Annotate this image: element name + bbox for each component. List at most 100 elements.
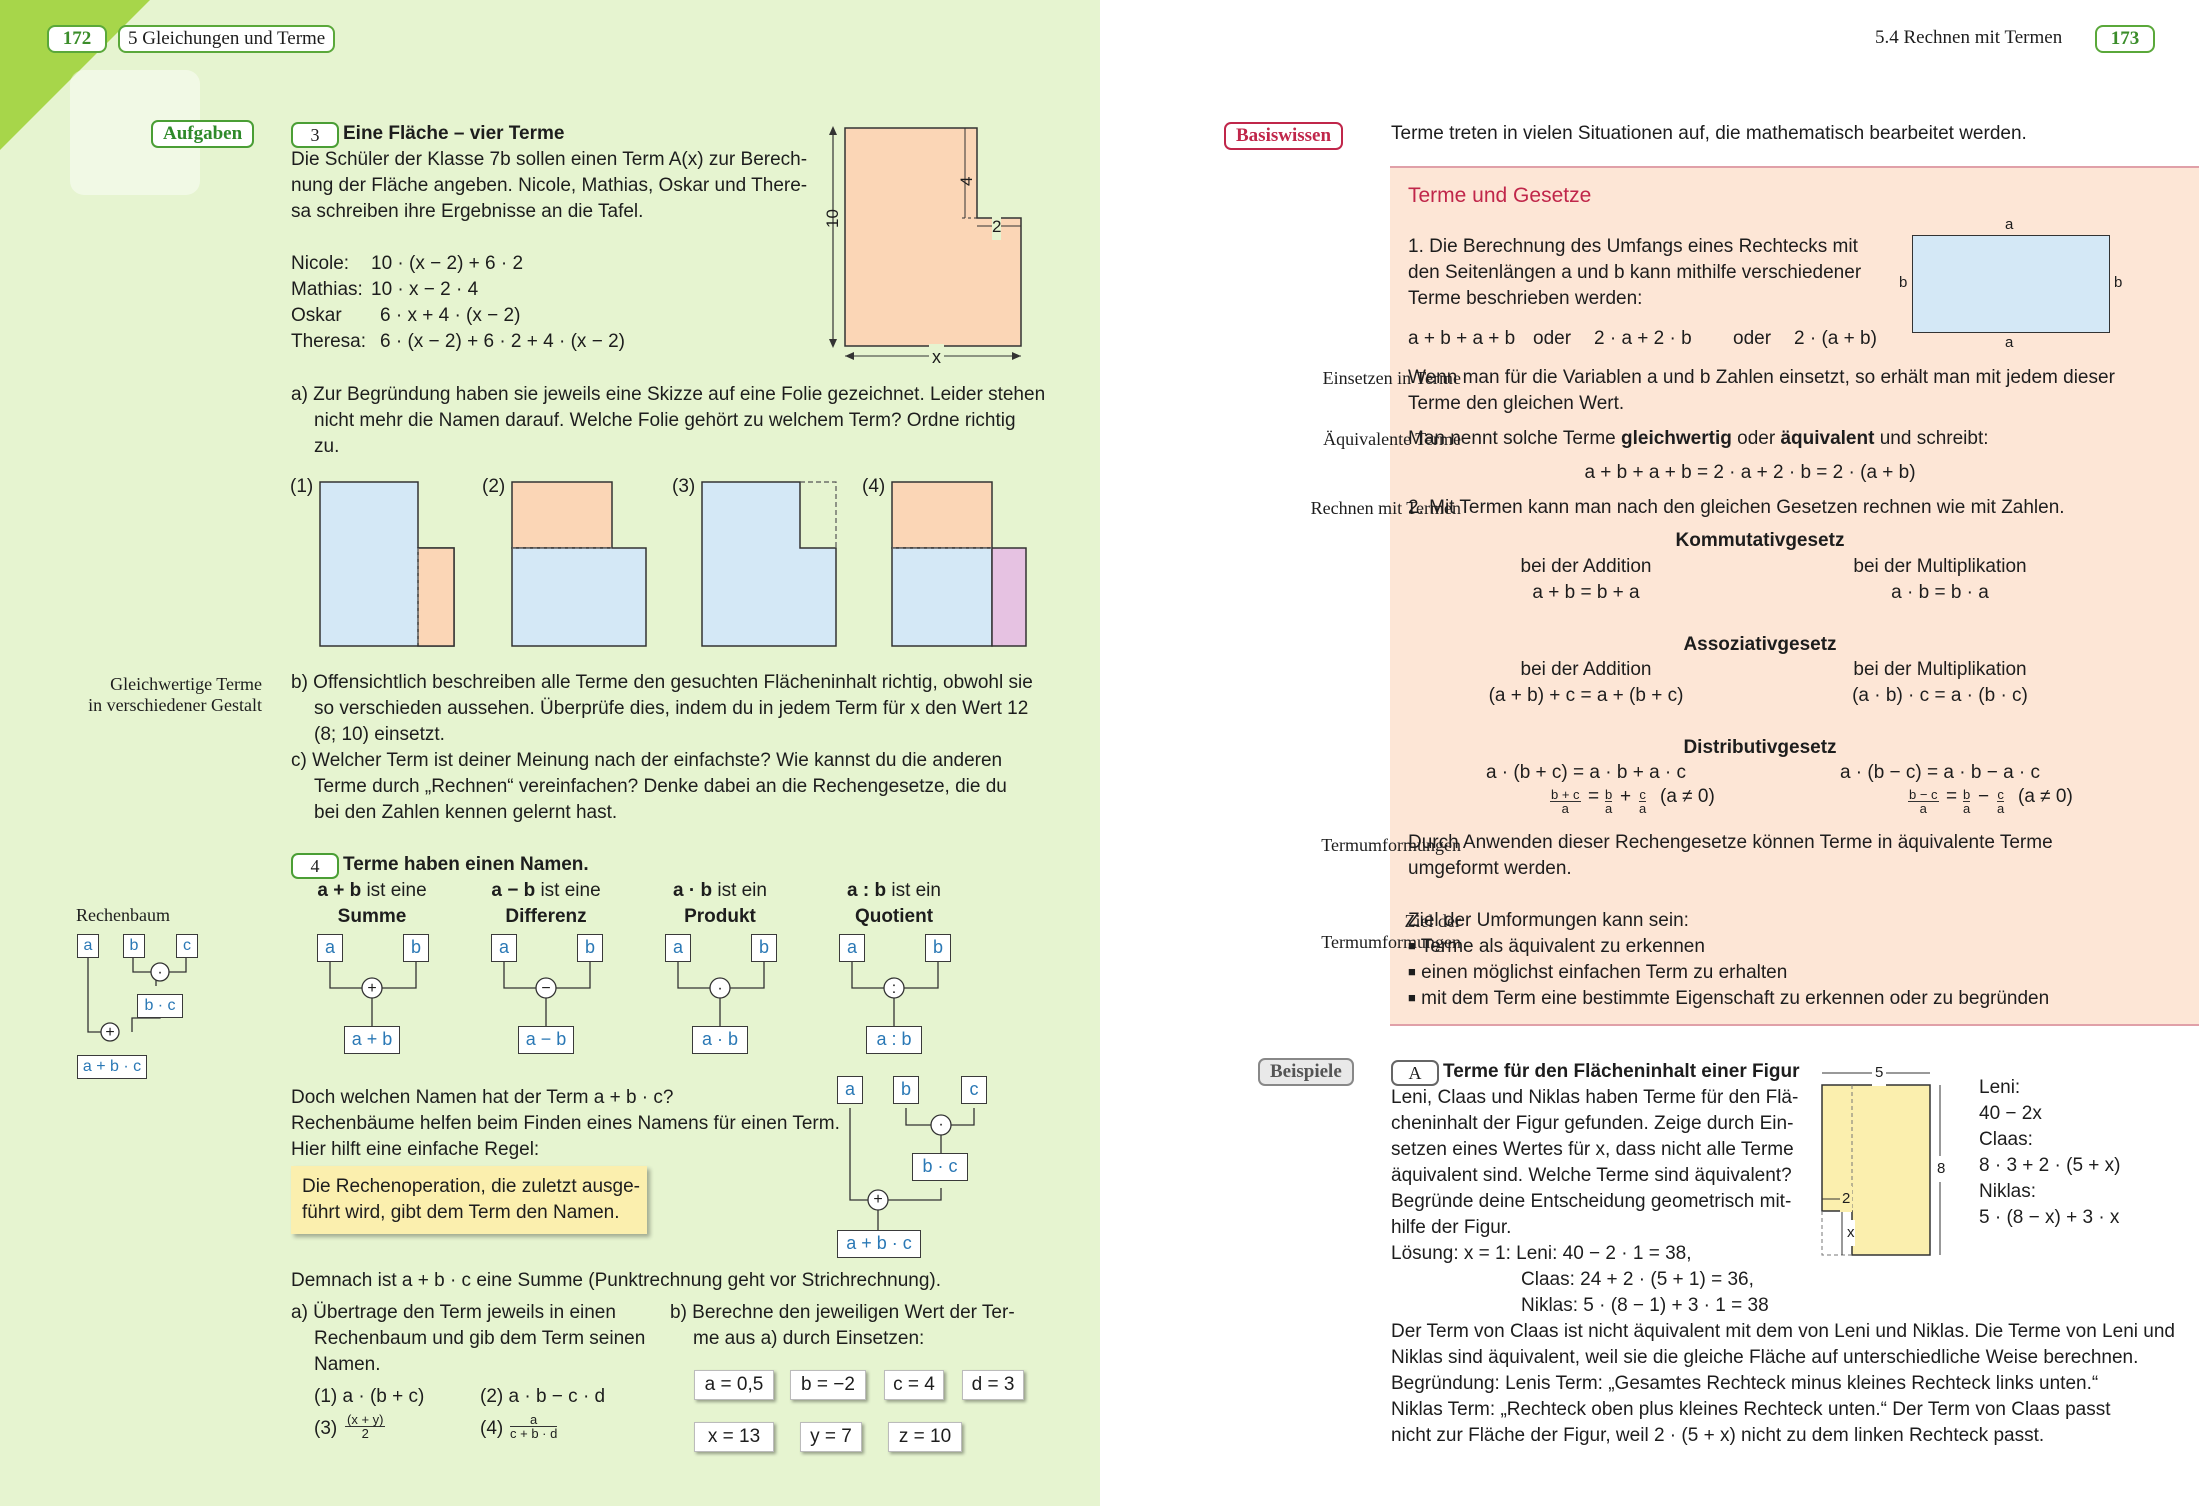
question-line: Doch welchen Namen hat der Term a + b · … — [291, 1087, 674, 1108]
term-item: (4) — [480, 1418, 504, 1439]
side-tree-lines — [87, 958, 187, 1042]
tree-operator: : — [891, 980, 897, 997]
sketch-3 — [701, 481, 837, 647]
left-page: 172 5 Gleichungen und Terme Aufgaben 3 E… — [0, 0, 1100, 1506]
tree-operator: + — [873, 1191, 883, 1208]
example-letter: A — [1391, 1060, 1439, 1086]
figure-label-right: 8 — [1937, 1156, 1946, 1182]
sketch-label: (4) — [862, 476, 886, 497]
example-figure — [1821, 1072, 1941, 1256]
task-title: Terme haben einen Namen. — [343, 854, 589, 875]
question-line: Hier hilft eine einfache Regel: — [291, 1139, 540, 1160]
fraction-condition: (a ≠ 0) — [2018, 786, 2073, 807]
value-card: d = 3 — [962, 1370, 1024, 1400]
figure-label-bottom: x — [929, 344, 944, 370]
ziel-item: ■ Terme als äquivalent zu erkennen — [1408, 936, 1705, 957]
chapter-title: 5 Gleichungen und Terme — [118, 25, 336, 53]
example-answer: 8 · 3 + 2 · (5 + x) — [1979, 1155, 2121, 1176]
sketch-2 — [511, 481, 647, 647]
answer-term: 10 · (x − 2) + 6 · 2 — [371, 253, 524, 274]
operation-caption: a : b ist ein — [847, 880, 941, 901]
chapter-title: 5.4 Rechnen mit Termen — [1875, 27, 2063, 48]
answer-name: Oskar — [291, 305, 342, 326]
answer-term: 6 · x + 4 · (x − 2) — [380, 305, 521, 326]
example-text: hilfe der Figur. — [1391, 1217, 1512, 1238]
law-mul-label: bei der Multiplikation — [1853, 556, 2027, 577]
fraction-num: c — [1997, 787, 2005, 802]
sketch-4 — [891, 481, 1027, 647]
law-add: a + b = b + a — [1532, 582, 1640, 603]
example-conclusion: Niklas sind äquivalent, weil sie die gle… — [1391, 1347, 2139, 1368]
side-note: Gleichwertige Terme — [110, 674, 262, 694]
law-title: Kommutativgesetz — [1675, 530, 1845, 551]
example-conclusion: Begründung: Lenis Term: „Gesamtes Rechte… — [1391, 1373, 2099, 1394]
tree-leaf: c — [961, 1076, 987, 1104]
tree-operator: − — [541, 980, 551, 997]
sketch-1 — [319, 481, 455, 647]
fraction-num: b — [1963, 787, 1971, 802]
fraction: a c + b · d — [510, 1413, 558, 1440]
side-label: Äquivalente Terme — [1323, 429, 1461, 449]
question-line: Rechenbäume helfen beim Finden eines Nam… — [291, 1113, 840, 1134]
tree-result: a · b — [692, 1026, 748, 1054]
eq-sign: = — [1588, 786, 1600, 807]
example-answer: Niklas: — [1979, 1181, 2037, 1202]
fraction-den: a — [1919, 801, 1927, 816]
bullet-icon: ■ — [1408, 964, 1416, 979]
rule-line: Die Rechenoperation, die zuletzt ausge- — [302, 1176, 640, 1197]
rect-label-left: b — [1899, 274, 1908, 291]
box-p1: 1. Die Berechnung des Umfangs eines Rech… — [1408, 236, 1858, 257]
example-title: Terme für den Flächeninhalt einer Figur — [1443, 1061, 1800, 1082]
task-part-b: (8; 10) einsetzt. — [314, 724, 445, 745]
operation-name: Produkt — [684, 906, 756, 927]
figure-label-top: 5 — [1872, 1060, 1887, 1086]
umformungen-text: Durch Anwenden dieser Rechengesetze könn… — [1408, 832, 2053, 853]
eq-sign: = — [1946, 786, 1958, 807]
rect-label-right: b — [2114, 274, 2123, 291]
operation-name: Summe — [337, 906, 407, 927]
operation-caption: a + b ist eine — [317, 880, 427, 901]
fraction-condition: (a ≠ 0) — [1660, 786, 1715, 807]
minus-sign: − — [1978, 786, 1990, 807]
aufgaben-tag: Aufgaben — [151, 120, 255, 148]
fraction-num: a — [510, 1413, 558, 1427]
task4-part-b: me aus a) durch Einsetzen: — [693, 1328, 925, 1349]
einsetzen-text: Terme den gleichen Wert. — [1408, 393, 1625, 414]
tree-leaf: c — [176, 934, 198, 958]
task-part-b: so verschieden aussehen. Überprüfe dies,… — [314, 698, 1029, 719]
example-conclusion: Der Term von Claas ist nicht äquivalent … — [1391, 1321, 2175, 1342]
task4-part-a: a) Übertrage den Term jeweils in einen — [291, 1302, 616, 1323]
tree-leaf: a — [77, 934, 99, 958]
task4-part-b: b) Berechne den jeweiligen Wert der Ter- — [670, 1302, 1015, 1323]
tree-leaf: b — [751, 934, 777, 962]
terms-line-term: 2 · (a + b) — [1794, 328, 1877, 349]
tree-node: b · c — [137, 994, 183, 1018]
law-title: Distributivgesetz — [1683, 737, 1837, 758]
tree-leaf: b — [403, 934, 429, 962]
fraction-num: c — [1639, 787, 1647, 802]
einsetzen-text: Wenn man für die Variablen a und b Zahle… — [1408, 367, 2115, 388]
box-p2: 2. Mit Termen kann man nach den gleichen… — [1408, 497, 2065, 518]
example-conclusion: Niklas Term: „Rechteck oben plus kleines… — [1391, 1399, 2111, 1420]
task-number: 3 — [291, 122, 339, 148]
law-add-label: bei der Addition — [1520, 659, 1652, 680]
fraction-den: a — [1639, 801, 1647, 816]
law-mul: (a · b) · c = a · (b · c) — [1852, 685, 2028, 706]
law-add-label: bei der Addition — [1520, 556, 1652, 577]
value-card: c = 4 — [884, 1370, 944, 1400]
figure-label-bottom: x — [1847, 1220, 1855, 1246]
tree-operator: · — [938, 1116, 944, 1133]
terms-line-or: oder — [1733, 328, 1772, 349]
terms-line-term: a + b + a + b — [1408, 328, 1516, 349]
task-part-c: c) Welcher Term ist deiner Meinung nach … — [291, 750, 1003, 771]
fraction-den: a — [1561, 801, 1569, 816]
rect-label-top: a — [2005, 216, 2014, 233]
example-text: Begründe deine Entscheidung geometrisch … — [1391, 1191, 1792, 1212]
value-card: x = 13 — [694, 1422, 774, 1452]
side-label: Einsetzen in Terme — [1322, 368, 1461, 388]
